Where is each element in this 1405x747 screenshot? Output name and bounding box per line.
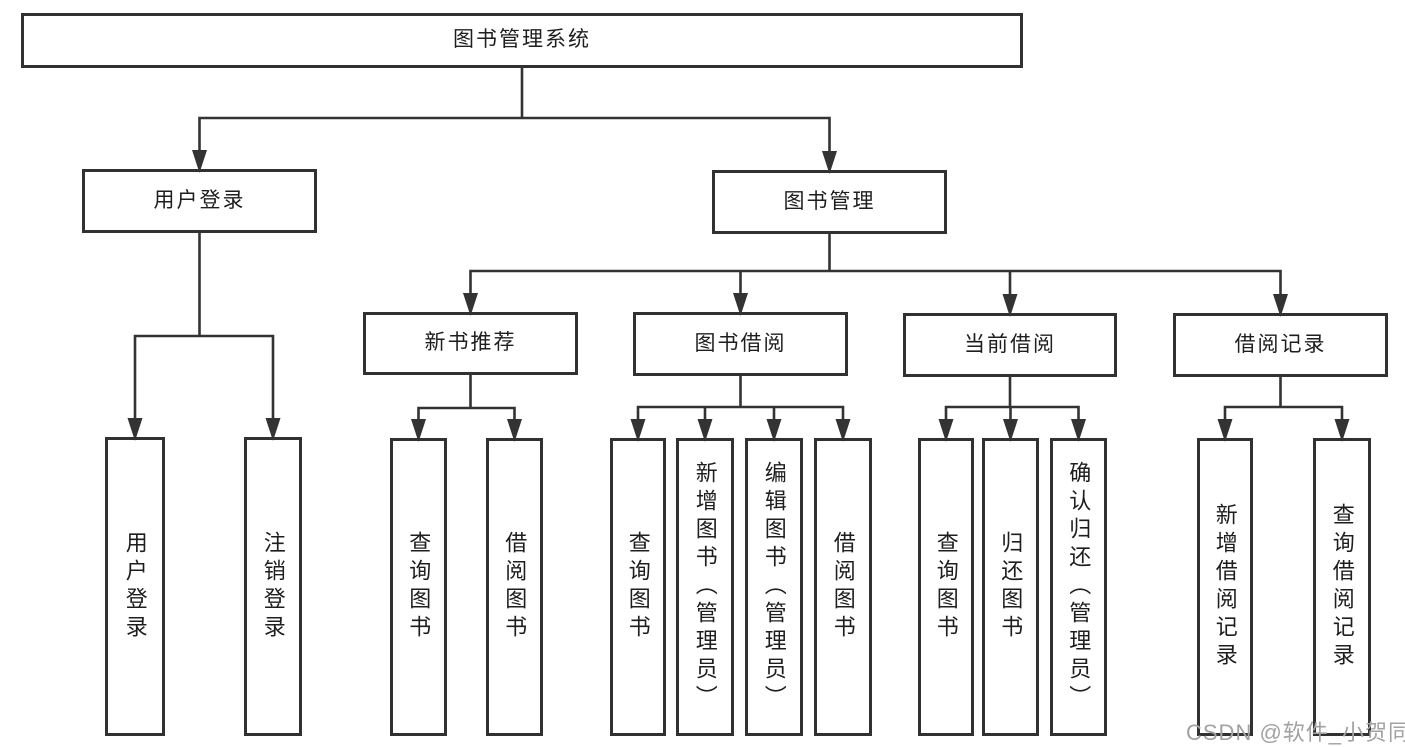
node-user-login: 用户登录	[82, 169, 317, 233]
node-label-leaf-cb-return: 归还图书	[998, 531, 1024, 643]
node-leaf-bb-borrow: 借阅图书	[814, 438, 872, 736]
node-label-book-mgmt: 图书管理	[783, 189, 876, 213]
node-leaf-cb-query: 查询图书	[918, 438, 974, 736]
node-label-leaf-logout: 注销登录	[260, 530, 286, 643]
node-leaf-bb-query: 查询图书	[610, 438, 666, 736]
node-label-leaf-bb-add: 新增图书（管理员）	[692, 461, 718, 713]
node-leaf-rec-query: 查询图书	[390, 438, 447, 736]
node-label-borrow-records: 借阅记录	[1234, 332, 1327, 356]
node-label-book-borrow: 图书借阅	[694, 331, 787, 355]
node-root: 图书管理系统	[21, 13, 1023, 68]
edge-from-user-login	[133, 231, 275, 420]
edge-from-book-borrow	[636, 374, 845, 421]
node-label-user-login: 用户登录	[153, 188, 246, 212]
node-label-leaf-bb-edit: 编辑图书（管理员）	[761, 461, 787, 713]
node-leaf-br-query: 查询借阅记录	[1313, 438, 1371, 736]
node-leaf-cb-confirm: 确认归还（管理员）	[1050, 438, 1107, 736]
node-label-leaf-bb-query: 查询图书	[625, 531, 651, 643]
node-label-leaf-br-query: 查询借阅记录	[1329, 503, 1355, 671]
node-leaf-user-login: 用户登录	[105, 437, 165, 736]
node-label-leaf-cb-query: 查询图书	[933, 531, 959, 643]
edge-from-book-mgmt	[469, 232, 1282, 296]
node-label-root: 图书管理系统	[453, 28, 591, 52]
edge-from-root	[198, 66, 831, 153]
node-label-leaf-bb-borrow: 借阅图书	[830, 531, 856, 643]
node-book-borrow: 图书借阅	[633, 312, 848, 376]
csdn-watermark: CSDN @软件_小贺同学	[1186, 720, 1405, 745]
node-book-mgmt: 图书管理	[712, 170, 947, 234]
node-label-leaf-rec-borrow: 借阅图书	[502, 531, 528, 643]
node-leaf-br-add: 新增借阅记录	[1197, 438, 1253, 736]
node-label-new-book-rec: 新书推荐	[424, 331, 517, 355]
node-leaf-bb-edit: 编辑图书（管理员）	[745, 438, 803, 736]
node-leaf-rec-borrow: 借阅图书	[486, 438, 543, 736]
node-label-leaf-user-login: 用户登录	[122, 530, 148, 643]
edge-from-current-borrow	[944, 375, 1080, 421]
node-label-leaf-br-add: 新增借阅记录	[1212, 503, 1238, 671]
node-label-leaf-cb-confirm: 确认归还（管理员）	[1066, 461, 1092, 713]
node-new-book-rec: 新书推荐	[363, 312, 578, 375]
node-leaf-logout: 注销登录	[244, 437, 302, 736]
edge-from-new-book-rec	[417, 373, 516, 421]
node-borrow-records: 借阅记录	[1173, 313, 1388, 377]
node-leaf-bb-add: 新增图书（管理员）	[676, 438, 734, 736]
node-leaf-cb-return: 归还图书	[982, 438, 1039, 736]
node-label-leaf-rec-query: 查询图书	[406, 531, 432, 643]
edge-from-borrow-records	[1223, 375, 1344, 421]
node-label-current-borrow: 当前借阅	[964, 332, 1056, 356]
node-current-borrow: 当前借阅	[903, 313, 1117, 377]
